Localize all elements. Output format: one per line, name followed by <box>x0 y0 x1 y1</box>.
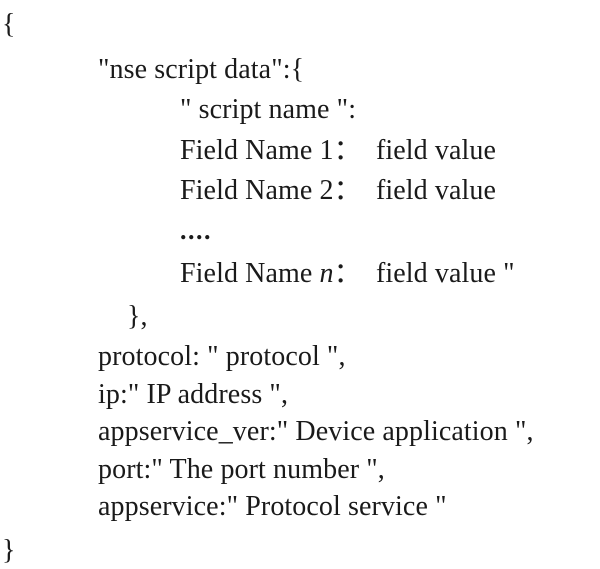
line-field-name-n: Field Name n： field value " <box>0 255 600 293</box>
line-ip-field: ip:" IP address ", <box>0 376 600 414</box>
line-close-brace: } <box>0 532 600 569</box>
line-ellipsis: .... <box>0 216 600 254</box>
field-name-2-value: field value <box>376 175 496 206</box>
line-script-name-key: " script name ": <box>0 91 600 129</box>
field-name-1-separator: ： <box>334 135 362 166</box>
field-name-n-prefix: Field Name <box>180 258 320 289</box>
line-appservice-field: appservice:" Protocol service " <box>0 488 600 526</box>
field-name-n-value: field value " <box>376 258 515 289</box>
line-inner-close-brace: }, <box>0 298 600 336</box>
json-code-figure: { "nse script data":{ " script name ": F… <box>0 6 600 542</box>
line-nse-script-data-key: "nse script data":{ <box>0 51 600 89</box>
field-name-1-value: field value <box>376 135 496 166</box>
field-name-1-spacer <box>362 135 376 166</box>
field-name-2-spacer <box>362 175 376 206</box>
line-appservice-ver-field: appservice_ver:" Device application ", <box>0 413 600 451</box>
ellipsis-dots: .... <box>180 212 212 250</box>
field-name-2-separator: ： <box>334 175 362 206</box>
line-field-name-2: Field Name 2： field value <box>0 172 600 210</box>
line-open-brace: { <box>0 6 600 44</box>
field-name-1-label: Field Name 1 <box>180 135 334 166</box>
field-name-n-spacer <box>362 258 376 289</box>
field-name-n-separator: ： <box>334 258 362 289</box>
line-port-field: port:" The port number ", <box>0 451 600 489</box>
field-name-2-label: Field Name 2 <box>180 175 334 206</box>
field-name-n-index: n <box>320 258 334 289</box>
line-protocol-field: protocol: " protocol ", <box>0 338 600 376</box>
line-field-name-1: Field Name 1： field value <box>0 132 600 170</box>
